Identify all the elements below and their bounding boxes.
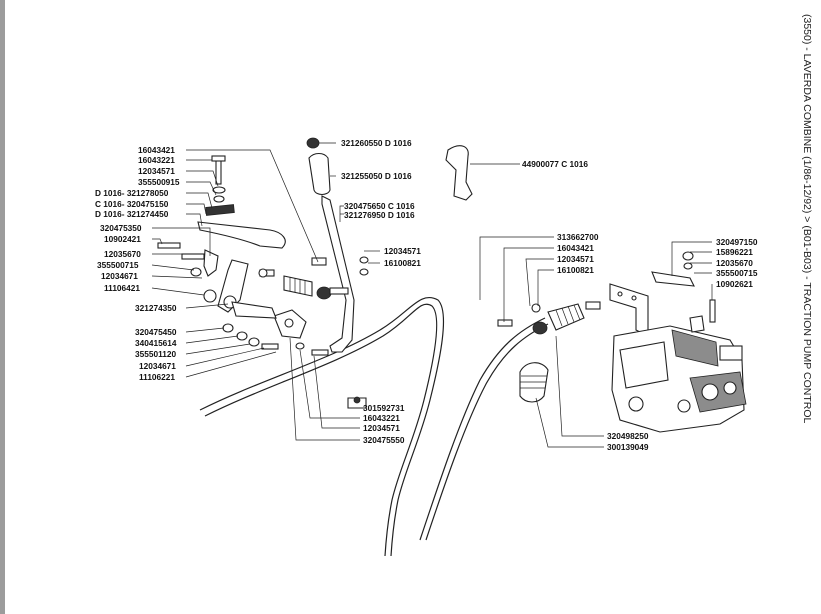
label-320475150: C 1016- 320475150 <box>95 199 169 209</box>
leader-lines <box>151 142 713 448</box>
bolts-left <box>157 242 205 277</box>
label-10902621: 10902621 <box>716 279 753 289</box>
window-frame-edge <box>0 0 5 614</box>
label-320498250: 320498250 <box>607 431 649 441</box>
control-lever-rod <box>321 195 355 353</box>
bolt-right <box>497 303 541 327</box>
label-321274350: 321274350 <box>135 303 177 313</box>
pivot-block <box>273 309 307 339</box>
plate-320497150 <box>651 251 716 323</box>
control-cable-right <box>419 317 549 541</box>
part-labels: 321260550 D 1016 321255050 D 1016 320475… <box>95 138 758 452</box>
spring-boot-right <box>532 301 601 335</box>
label-321260550: 321260550 D 1016 <box>341 138 412 148</box>
label-321255050: 321255050 D 1016 <box>341 171 412 181</box>
bolt-16043421 <box>211 155 226 185</box>
label-mid-12034571: 12034571 <box>384 246 421 256</box>
boot-320498250 <box>519 362 549 403</box>
spring-boot-left <box>283 275 349 300</box>
label-320475550: 320475550 <box>363 435 405 445</box>
label-15896221: 15896221 <box>716 247 753 257</box>
label-10902421: 10902421 <box>104 234 141 244</box>
label-mid-16100821: 16100821 <box>384 258 421 268</box>
label-355500915: 355500915 <box>138 177 180 187</box>
label-16043421: 16043421 <box>138 145 175 155</box>
bracket-313662700 <box>609 283 649 337</box>
label-321276950: 321276950 D 1016 <box>344 210 415 220</box>
label-12034671-b: 12034671 <box>139 361 176 371</box>
plate-321274450 <box>197 221 286 249</box>
bracket-320475350 <box>203 249 219 277</box>
label-300139049: 300139049 <box>607 442 649 452</box>
label-321278050: D 1016- 321278050 <box>95 188 169 198</box>
label-44900077: 44900077 C 1016 <box>522 159 588 169</box>
label-r-355500715: 355500715 <box>716 268 758 278</box>
label-320475650: 320475650 C 1016 <box>344 201 415 211</box>
label-r-12034571: 12034571 <box>557 254 594 264</box>
label-355501120: 355501120 <box>135 349 176 359</box>
ball-joint <box>203 268 275 303</box>
bolts-lower-left <box>222 323 329 356</box>
label-r-16100821: 16100821 <box>557 265 594 275</box>
label-bot-16043221: 16043221 <box>363 413 400 423</box>
lever-knob <box>308 152 331 196</box>
label-320497150: 320497150 <box>716 237 758 247</box>
label-340415614: 340415614 <box>135 338 177 348</box>
label-313662700: 313662700 <box>557 232 599 242</box>
control-cable-left <box>199 297 445 557</box>
diagram-title-area: (3550) - LAVERDA COMBINE (1/86-12/92) > … <box>798 10 820 610</box>
label-320475450: 320475450 <box>135 327 177 337</box>
washer-stack <box>205 186 235 216</box>
label-12035670: 12035670 <box>104 249 141 259</box>
label-321274450: D 1016- 321274450 <box>95 209 169 219</box>
label-11106221: 11106221 <box>139 372 175 382</box>
label-r-12035670: 12035670 <box>716 258 753 268</box>
label-r-16043421: 16043421 <box>557 243 594 253</box>
lever-knob-top <box>306 137 320 149</box>
label-301592731: 301592731 <box>363 403 405 413</box>
label-bot-12034571: 12034571 <box>363 423 400 433</box>
label-16043221: 16043221 <box>138 155 175 165</box>
diagram-title: (3550) - LAVERDA COMBINE (1/86-12/92) > … <box>801 14 813 424</box>
label-355500715: 355500715 <box>97 260 139 270</box>
traction-pump <box>611 315 747 433</box>
label-12034571: 12034571 <box>138 166 175 176</box>
label-11106421: 11106421 <box>104 283 140 293</box>
mid-bolt-and-nut <box>311 256 369 276</box>
handle-44900077 <box>445 145 473 201</box>
label-12034671: 12034671 <box>101 271 138 281</box>
label-320475350: 320475350 <box>100 223 142 233</box>
clip-301592731 <box>347 396 367 409</box>
link-plate <box>231 301 277 319</box>
